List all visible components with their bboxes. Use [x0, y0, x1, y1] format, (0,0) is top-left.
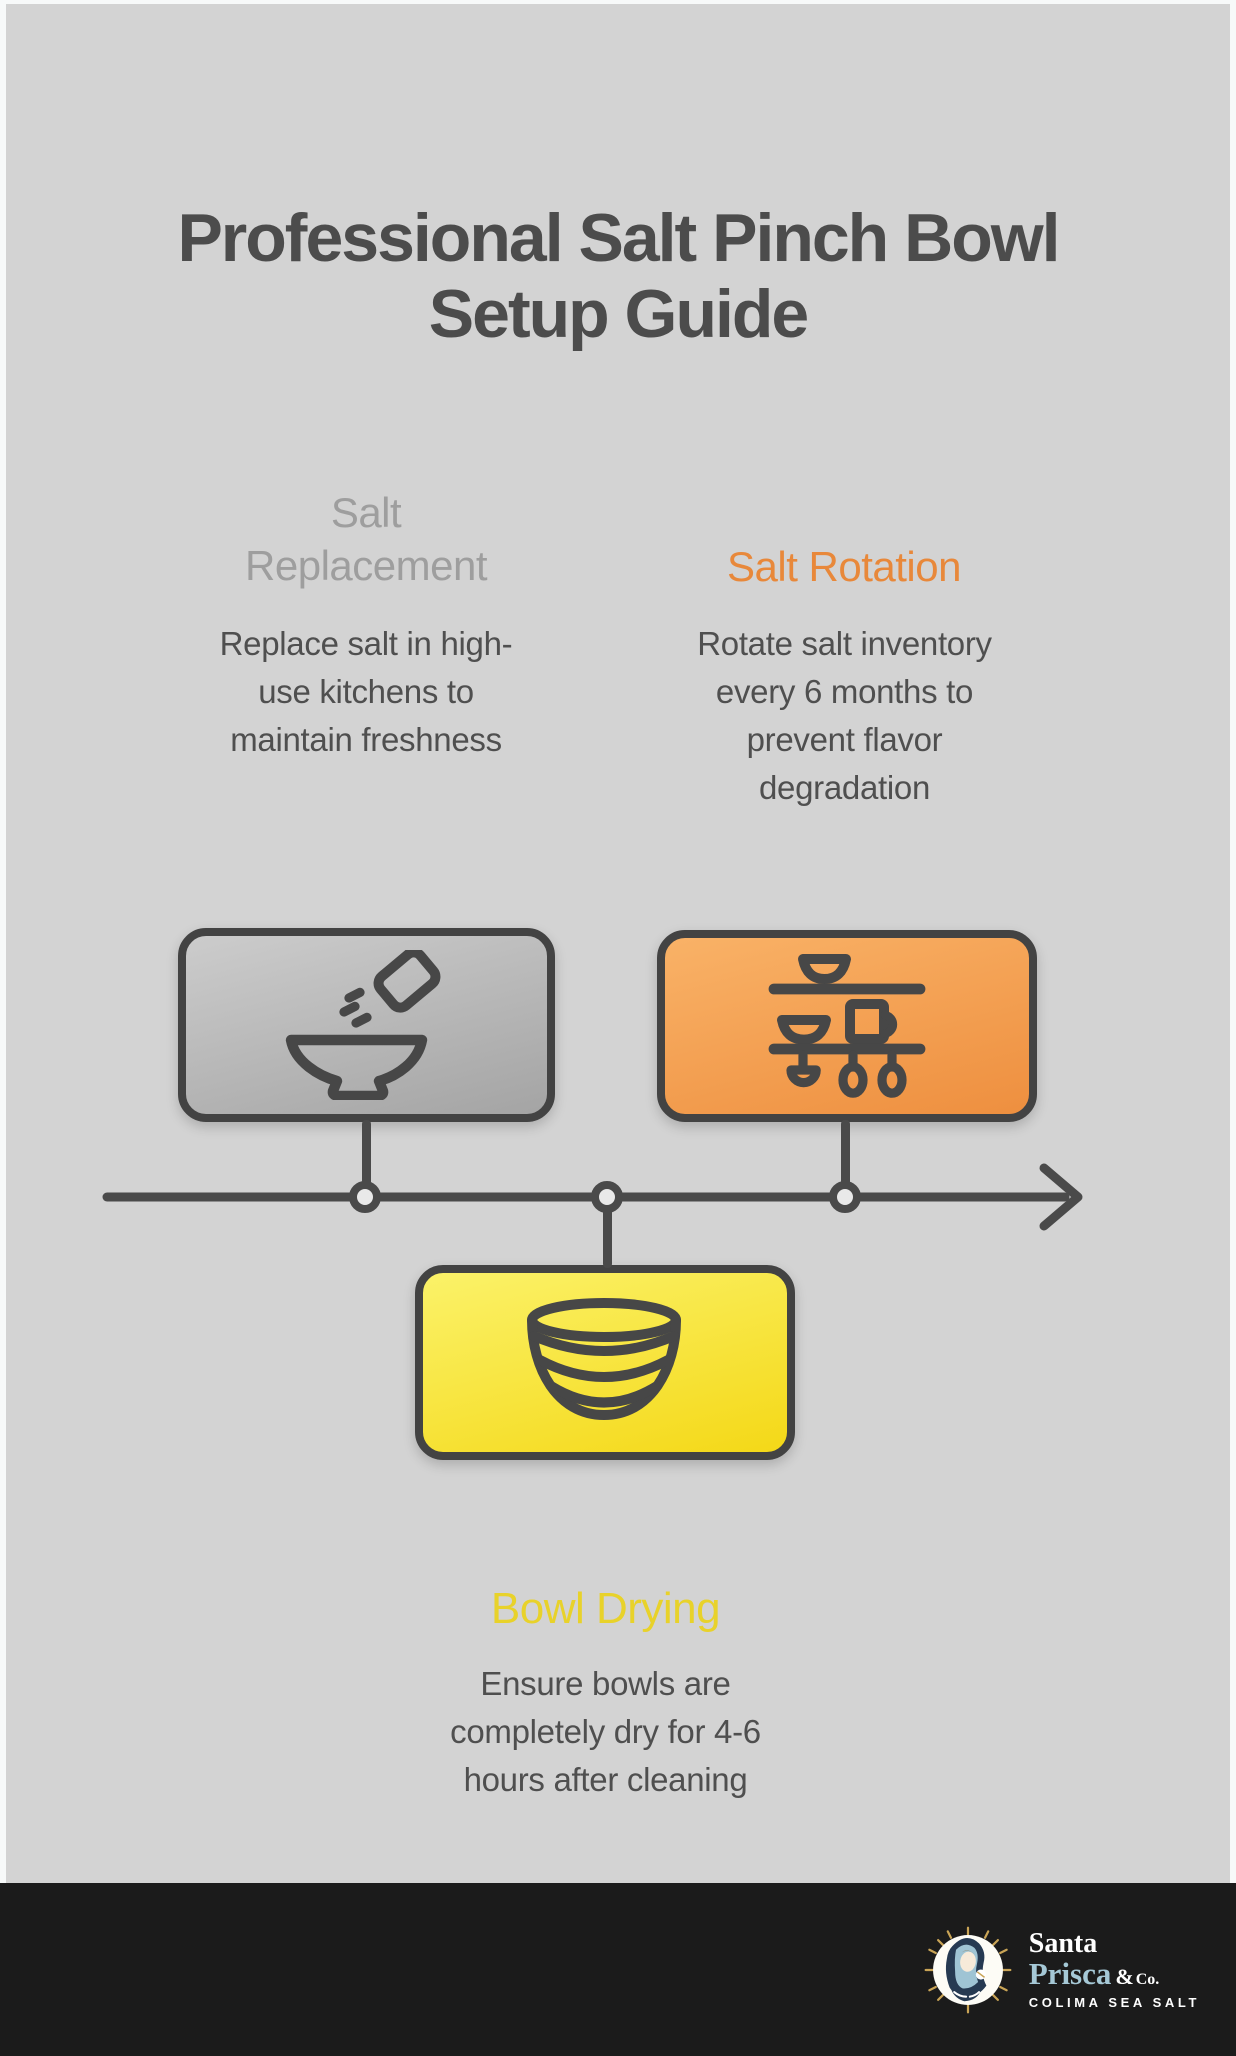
brand-name-line1: Santa	[1028, 1928, 1098, 1960]
brand-text-block: Santa Prisca & Co. COLIMA SEA SALT	[1029, 1930, 1200, 2009]
step-description-salt-rotation: Rotate salt inventory every 6 months to …	[697, 625, 992, 806]
brand-ampersand: &	[1115, 1964, 1134, 1990]
footer-bar: Santa Prisca & Co. COLIMA SEA SALT	[0, 1883, 1236, 2056]
step-label-salt-replacement: Salt Replacement	[245, 489, 487, 589]
connector-line	[841, 1120, 850, 1186]
step-description-salt-replacement: Replace salt in high-use kitchens to mai…	[219, 625, 513, 758]
arrowhead-icon	[1039, 1163, 1083, 1231]
connector-line	[603, 1208, 612, 1268]
timeline	[102, 1163, 1083, 1231]
timeline-node	[349, 1181, 381, 1213]
brand-name-line2: Prisca & Co.	[1029, 1958, 1160, 1990]
brand-name-prisca: Prisca	[1028, 1956, 1112, 1992]
step-label-salt-rotation: Salt Rotation	[727, 543, 961, 590]
step-description-bowl-drying: Ensure bowls are completely dry for 4-6 …	[450, 1665, 761, 1798]
step-card-bowl-drying	[415, 1265, 795, 1460]
step-label-bowl-drying: Bowl Drying	[490, 1584, 721, 1633]
timeline-node	[591, 1181, 623, 1213]
timeline-node	[829, 1181, 861, 1213]
stacked-bowls-icon	[527, 1297, 681, 1420]
brand-tagline: COLIMA SEA SALT	[1028, 1994, 1200, 2010]
santa-prisca-madonna-emblem-icon	[924, 1926, 1012, 2013]
brand-co: Co.	[1135, 1971, 1160, 1989]
kitchen-shelf-icon	[768, 954, 926, 1098]
page-title: Professional Salt Pinch Bowl Setup Guide	[177, 200, 1060, 353]
step-card-salt-rotation	[657, 930, 1037, 1122]
step-card-salt-replacement	[178, 928, 555, 1122]
salt-pour-bowl-icon	[285, 950, 440, 1100]
connector-line	[362, 1120, 371, 1186]
